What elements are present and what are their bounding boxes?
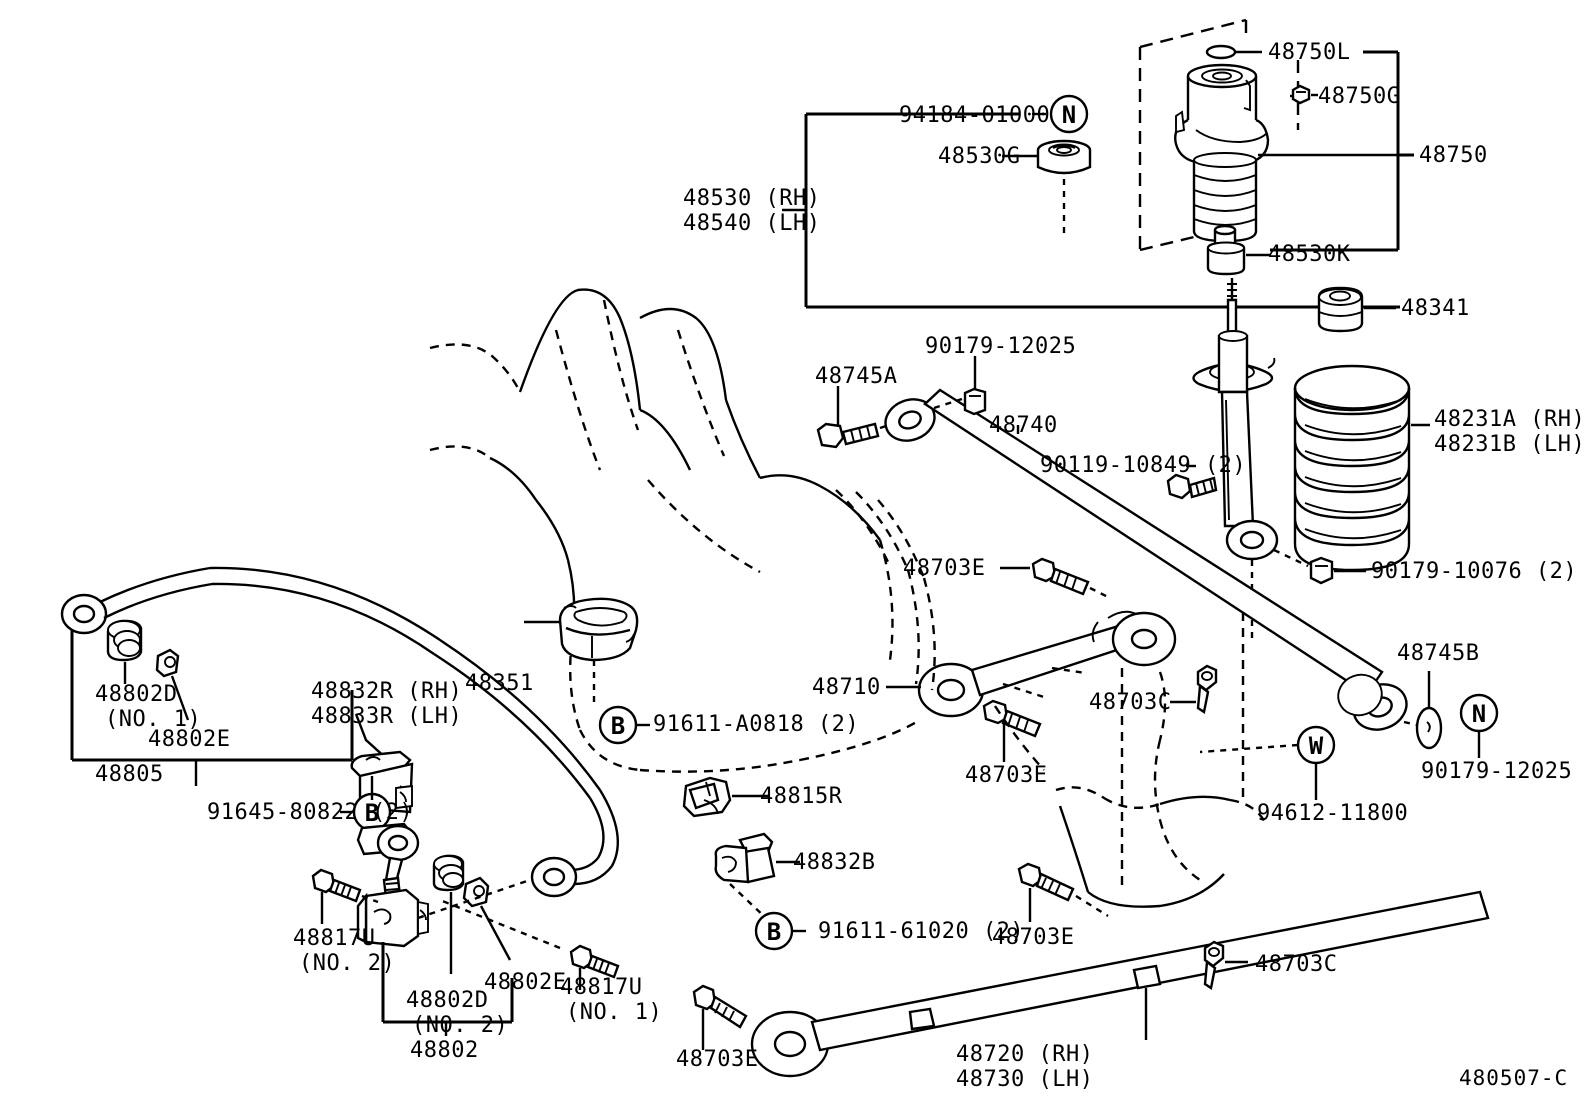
label-48720-rh: 48720 (RH) <box>956 1042 1094 1067</box>
label-48750L: 48750L <box>1268 40 1351 65</box>
label-48745B: 48745B <box>1397 641 1480 666</box>
label-48530K: 48530K <box>1268 242 1351 267</box>
label-48351: 48351 <box>465 671 534 696</box>
part-48530G-shape <box>1036 139 1092 175</box>
label-48703E-mid: 48703E <box>965 763 1048 788</box>
part-48231-coil-spring <box>1293 364 1430 572</box>
marker-b-lower: B <box>754 911 806 951</box>
label-48832R-rh: 48832R (RH) <box>311 679 463 704</box>
marker-b-center: B <box>598 705 650 745</box>
part-48750L-group <box>1205 44 1414 252</box>
label-48817U-no2: 48817U <box>293 926 376 951</box>
label-48833R-lh: 48833R (LH) <box>311 704 463 729</box>
label-90119-10849: 90119-10849 (2) <box>1040 453 1247 478</box>
part-48802E-upper-shape <box>155 648 190 721</box>
label-48802E-upper: 48802E <box>148 727 231 752</box>
part-48817U-no2-bolt <box>311 868 379 924</box>
part-48832B-clamp <box>714 832 800 921</box>
part-48703E-bolt-lowerleft <box>692 984 748 1050</box>
part-48703E-bolt-lowermid <box>1017 862 1109 922</box>
part-48351-shape <box>524 597 639 708</box>
label-48745A: 48745A <box>815 364 898 389</box>
label-90179-12025-top: 90179-12025 <box>925 334 1077 359</box>
label-91611-A0818: 91611-A0818 (2) <box>653 712 860 737</box>
part-48805-stabilizer-bar <box>60 566 619 898</box>
part-48530K-shape <box>1206 224 1270 276</box>
label-48802: 48802 <box>410 1038 479 1063</box>
label-48805: 48805 <box>95 762 164 787</box>
part-48710-arm <box>886 610 1177 718</box>
label-48730-lh: 48730 (LH) <box>956 1067 1094 1092</box>
axle-housing-phantom <box>429 288 1268 908</box>
label-48815R: 48815R <box>760 784 843 809</box>
label-48341: 48341 <box>1401 296 1470 321</box>
diagram-number: 480507-C <box>1459 1066 1569 1090</box>
label-48817U-no1: 48817U <box>560 975 643 1000</box>
label-91645-80822: 91645-80822 (2) <box>207 800 414 825</box>
label-94184-01000: 94184-01000 <box>899 103 1051 128</box>
label-48231A-rh: 48231A (RH) <box>1434 407 1586 432</box>
part-90179-12025-nut-top <box>933 356 987 416</box>
part-48802D-no2-shape <box>432 854 465 974</box>
label-48740: 48740 <box>989 413 1058 438</box>
part-48745B-washer <box>1403 671 1443 750</box>
part-90119-10849-bolt <box>1166 464 1218 500</box>
label-48817U-no1-sub: (NO. 1) <box>566 1000 663 1025</box>
label-48802D-no2-sub: (NO. 2) <box>412 1013 509 1038</box>
part-48802-link-assembly <box>356 824 514 1036</box>
label-48540-lh: 48540 (LH) <box>683 211 821 236</box>
part-48802D-no1-shape <box>106 619 143 684</box>
part-48817U-no1-bolt <box>439 898 620 990</box>
marker-b-left-text: B <box>365 799 379 827</box>
part-shock-absorber <box>1192 278 1279 640</box>
label-48750: 48750 <box>1419 143 1488 168</box>
part-48720-lower-arm <box>750 890 1490 1078</box>
part-48341-shape <box>1317 286 1396 333</box>
part-48703C-clip-lower <box>1203 940 1248 990</box>
label-48703C-upper: 48703C <box>1089 690 1172 715</box>
marker-w-right: W <box>1199 725 1336 800</box>
part-48703E-bolt-mid <box>982 699 1042 762</box>
part-48802E-lower-shape <box>462 876 512 961</box>
label-48530-rh: 48530 (RH) <box>683 186 821 211</box>
marker-n-right: N <box>1459 693 1499 758</box>
label-48710: 48710 <box>812 675 881 700</box>
label-48750G: 48750G <box>1318 84 1401 109</box>
label-91611-61020: 91611-61020 (2) <box>818 919 1025 944</box>
part-48750-strut-body <box>1174 63 1398 243</box>
marker-b-center-text: B <box>611 712 625 740</box>
part-90179-10076-nut <box>1273 548 1366 585</box>
label-48802D-no2: 48802D <box>406 988 489 1013</box>
marker-b-lower-text: B <box>767 918 781 946</box>
label-90179-12025-right: 90179-12025 <box>1421 759 1573 784</box>
label-48802E-lower: 48802E <box>484 970 567 995</box>
marker-n-top-text: N <box>1062 101 1076 129</box>
label-48802D-no1: 48802D <box>95 682 178 707</box>
part-48740-rod <box>884 388 1408 731</box>
part-48703C-clip-upper <box>1170 664 1218 714</box>
marker-w-right-text: W <box>1309 732 1324 760</box>
label-94612-11800: 94612-11800 <box>1257 801 1409 826</box>
label-48703E-lowerleft: 48703E <box>676 1047 759 1072</box>
group-bracket-48530 <box>782 112 1400 309</box>
label-48530G: 48530G <box>938 144 1021 169</box>
label-48802D-no1-sub: (NO. 1) <box>105 707 202 732</box>
label-48832B: 48832B <box>793 850 876 875</box>
marker-n-top: N <box>1049 94 1089 134</box>
part-48750G-shape <box>1291 84 1318 105</box>
marker-b-left: B <box>340 792 392 832</box>
label-90179-10076: 90179-10076 (2) <box>1371 559 1578 584</box>
part-48745A-bolt <box>816 386 890 449</box>
part-48703E-bolt-upper <box>1000 557 1111 600</box>
dash-link-48802 <box>417 878 531 920</box>
label-48703E-upper: 48703E <box>903 556 986 581</box>
part-48815R-clamp <box>682 776 768 818</box>
label-48703E-lowermid: 48703E <box>992 925 1075 950</box>
label-48817U-no2-sub: (NO. 2) <box>299 951 396 976</box>
label-48703C-lower: 48703C <box>1255 952 1338 977</box>
label-48231B-lh: 48231B (LH) <box>1434 432 1586 457</box>
marker-n-right-text: N <box>1472 700 1486 728</box>
